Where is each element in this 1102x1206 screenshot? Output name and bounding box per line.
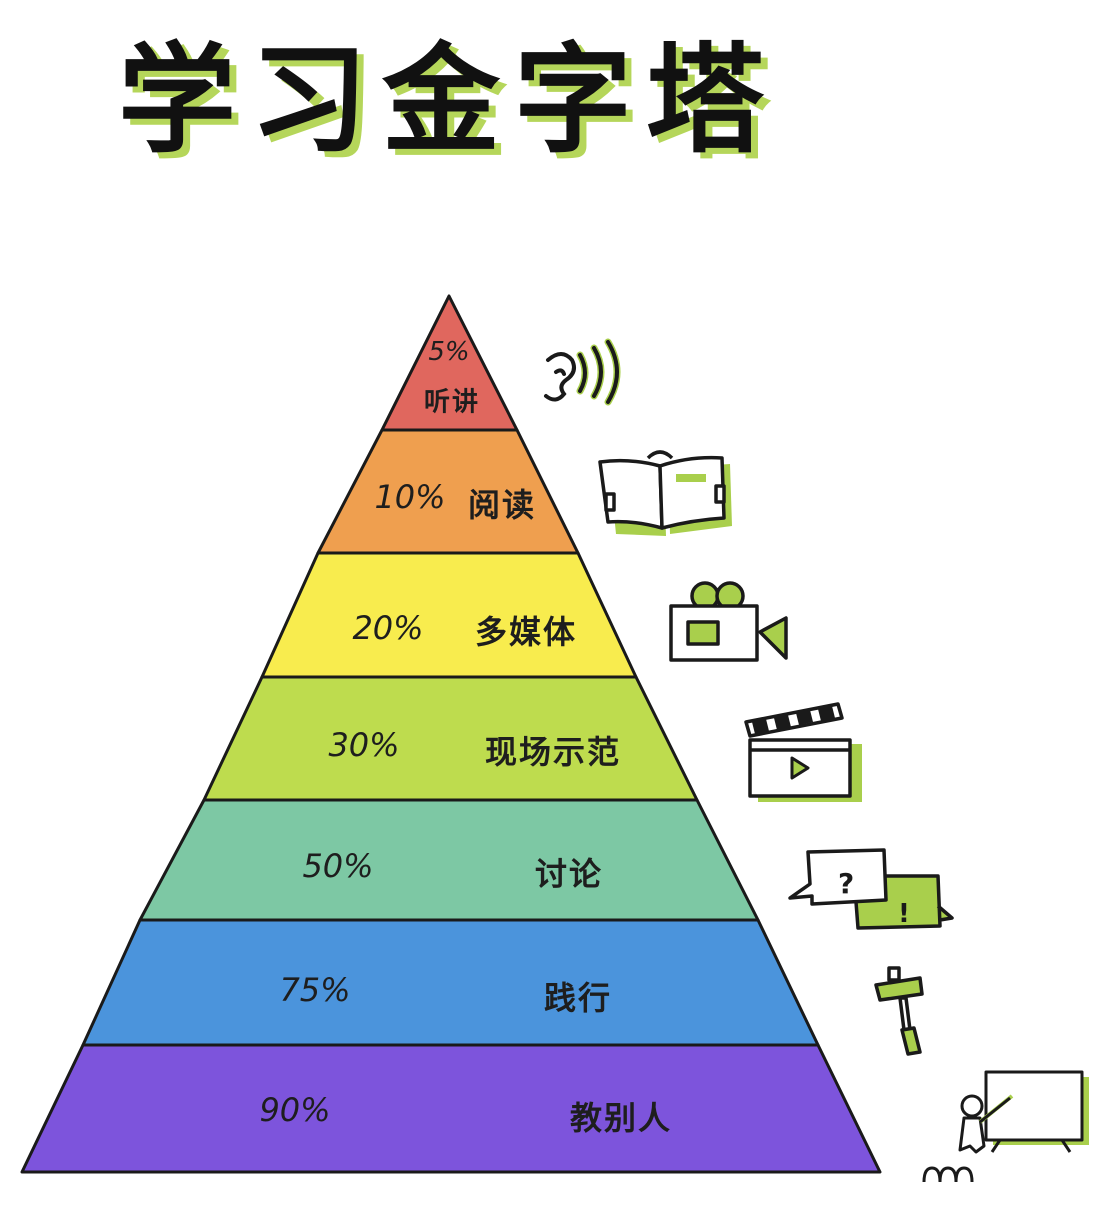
layer-6-band xyxy=(81,918,820,1047)
svg-text:?: ? xyxy=(838,867,854,900)
svg-text:!: ! xyxy=(898,899,910,929)
video-camera-icon xyxy=(669,581,788,662)
layer-5-percent: 50% xyxy=(302,847,374,885)
layer-4-label: 现场示范 xyxy=(484,733,622,771)
layer-7-label: 教别人 xyxy=(569,1099,673,1137)
layer-3-band xyxy=(260,551,638,679)
layer-4-percent: 30% xyxy=(328,726,400,764)
clapperboard-icon xyxy=(744,702,862,802)
layer-7-band xyxy=(20,1043,882,1174)
open-book-icon xyxy=(598,450,732,536)
teacher-whiteboard-icon xyxy=(922,1070,1089,1183)
layer-2-label: 阅读 xyxy=(467,486,537,524)
layer-3-percent: 20% xyxy=(352,609,424,647)
layer-6-percent: 75% xyxy=(279,971,351,1009)
layer-6-label: 践行 xyxy=(543,979,613,1017)
layer-3-label: 多媒体 xyxy=(474,613,578,651)
layer-4-band xyxy=(202,675,699,802)
layer-1-label: 听讲 xyxy=(423,387,481,418)
layer-2-band xyxy=(316,428,580,555)
layer-5-band xyxy=(138,798,760,922)
layer-2-percent: 10% xyxy=(374,478,446,516)
hammer-icon xyxy=(874,966,924,1056)
speech-bubbles-icon: ? ! xyxy=(788,848,954,930)
layer-5-label: 讨论 xyxy=(534,855,604,893)
ear-sound-icon xyxy=(544,338,621,406)
layer-1-percent: 5% xyxy=(428,337,470,367)
layer-7-percent: 90% xyxy=(259,1091,331,1129)
page-title: 学习金字塔 xyxy=(118,30,779,169)
